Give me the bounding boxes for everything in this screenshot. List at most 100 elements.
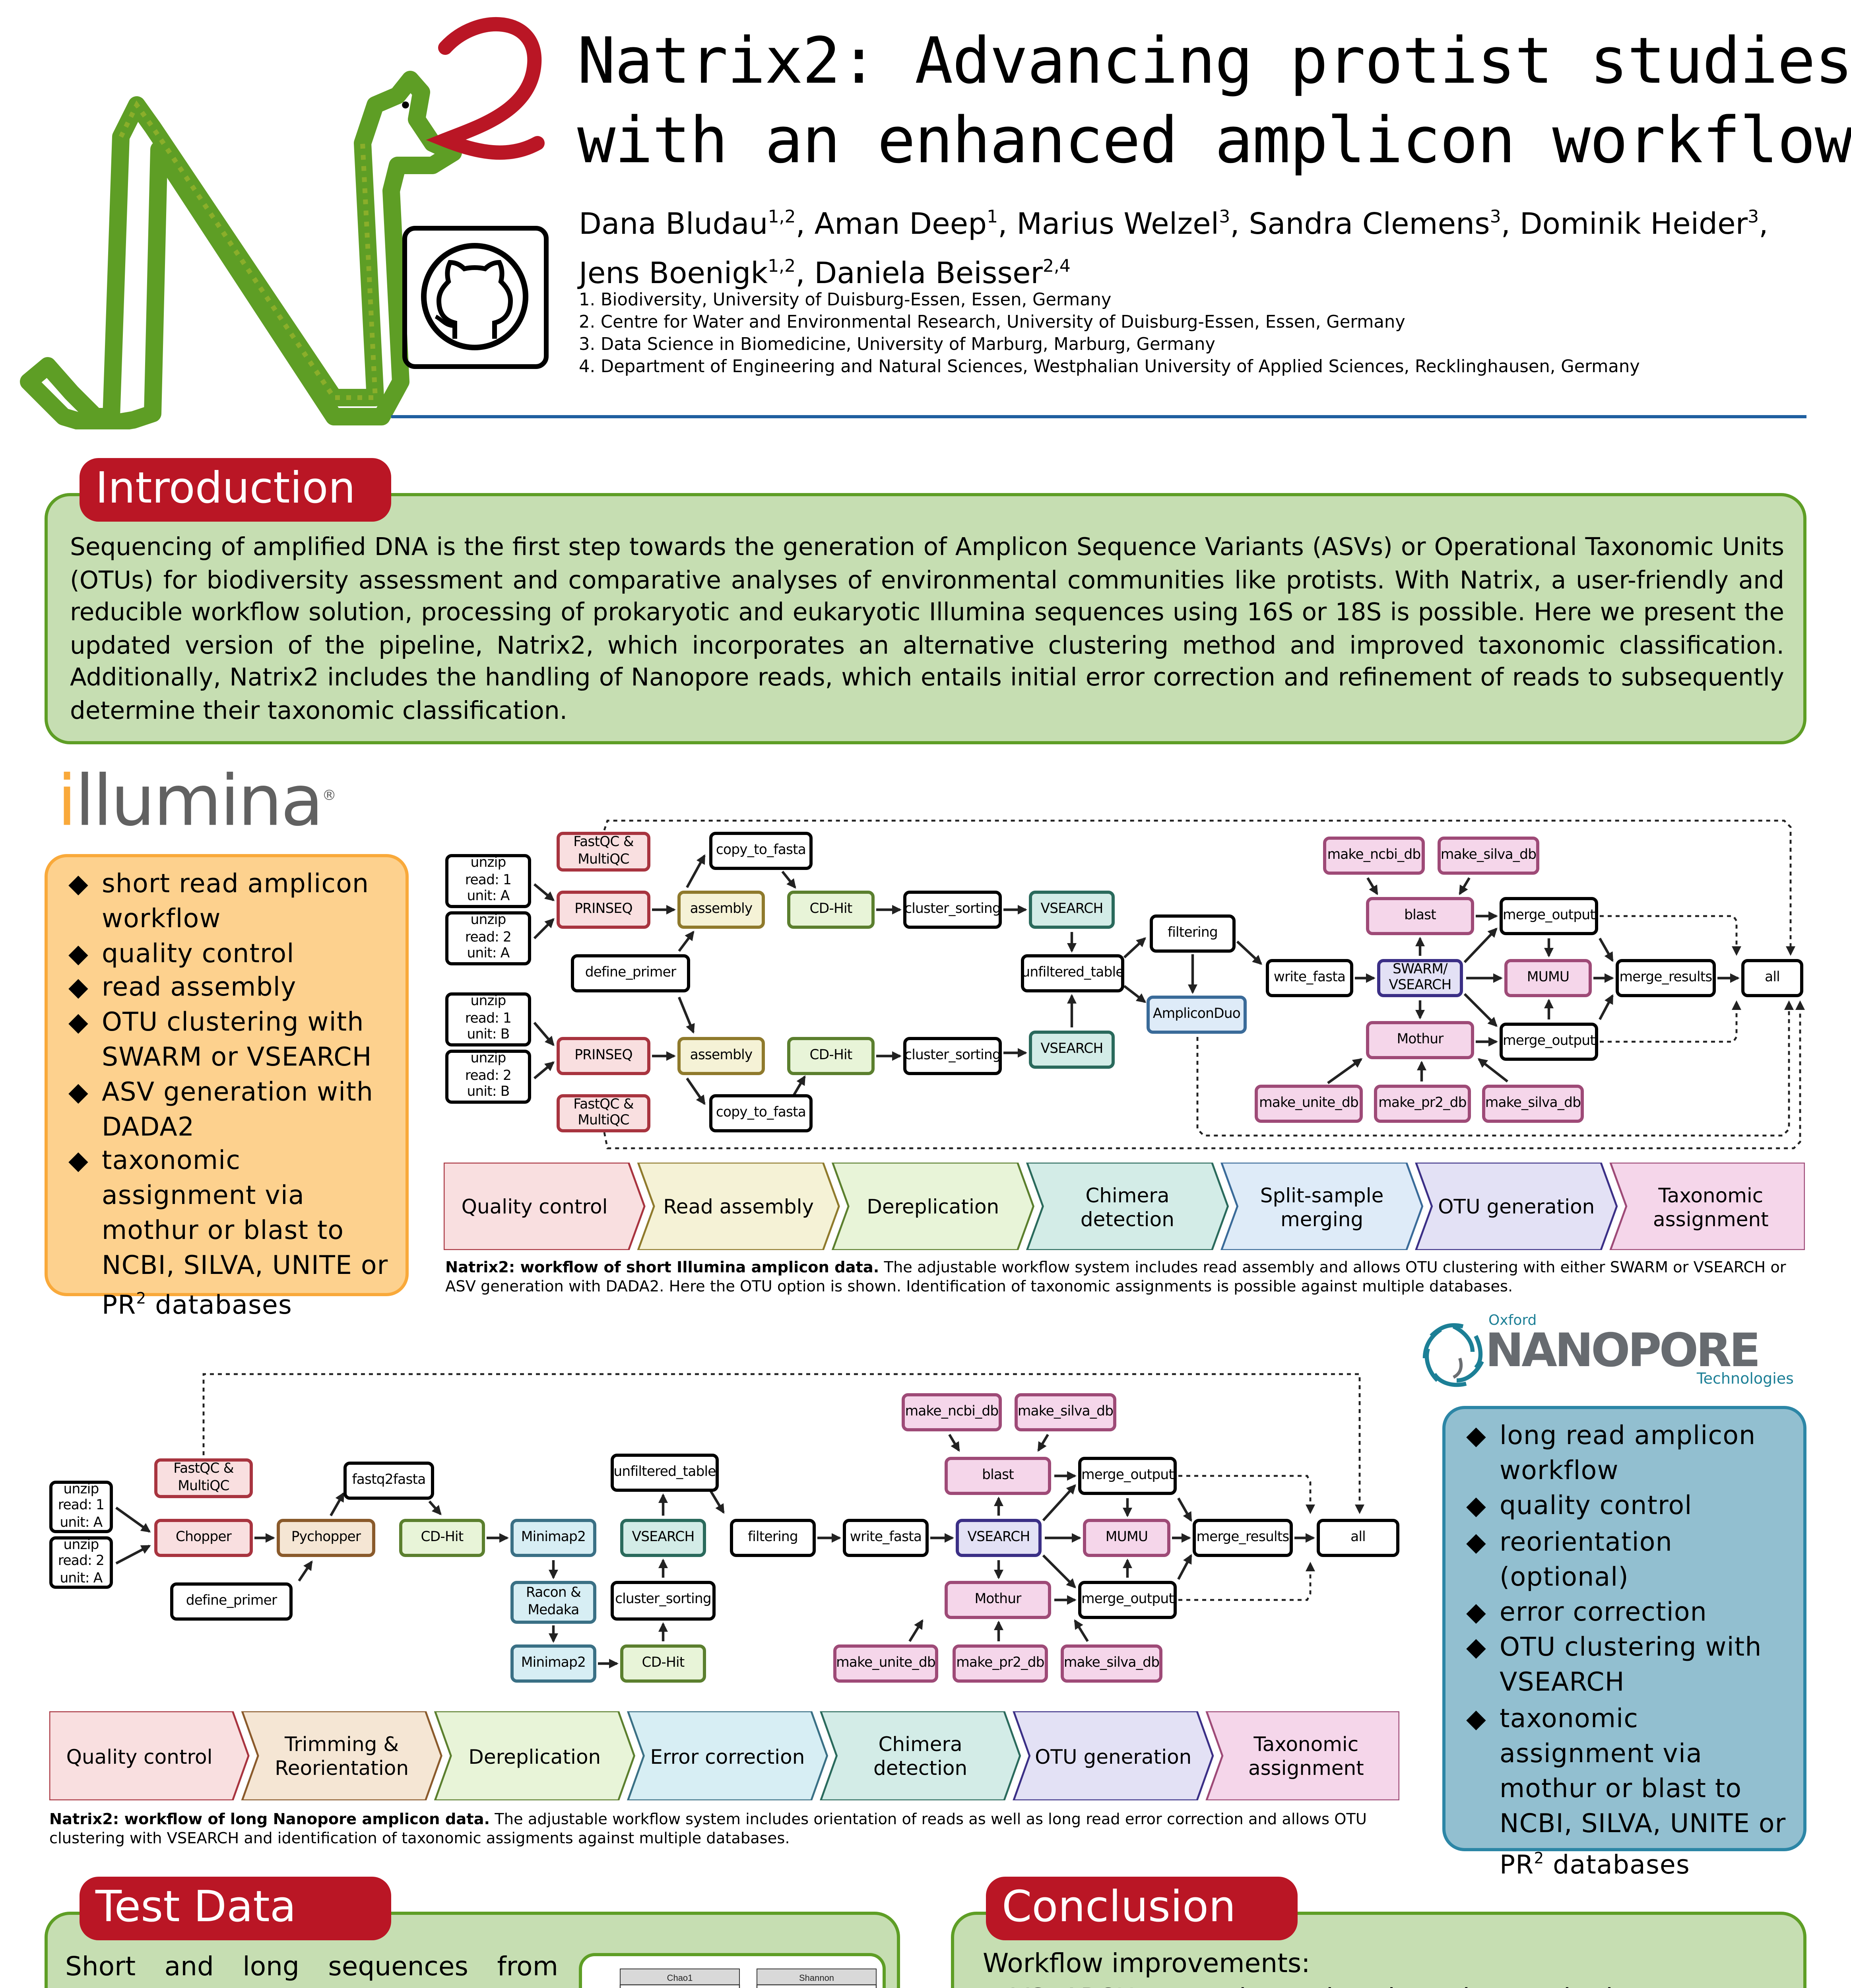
workflow-node-vsearch-1[interactable]: VSEARCH: [620, 1519, 706, 1557]
workflow-node-merge-results[interactable]: merge_results: [1616, 959, 1716, 997]
workflow-node-unzip-r2a[interactable]: unzip read: 2 unit: A: [445, 911, 531, 965]
workflow-node-make-ncbi-db[interactable]: make_ncbi_db: [902, 1393, 1002, 1431]
workflow-node-cdhit-a[interactable]: CD-Hit: [787, 891, 875, 929]
workflow-node-define-primer[interactable]: define_primer: [170, 1582, 293, 1621]
author-name: Dominik Heider3,: [1519, 207, 1768, 242]
workflow-node-fastq2fasta[interactable]: fastq2fasta: [343, 1462, 434, 1500]
workflow-node-make-silva-db-bottom[interactable]: make_silva_db: [1482, 1085, 1584, 1123]
facet-strip: [757, 1969, 877, 1985]
stage-label: OTU generation: [1035, 1744, 1192, 1768]
arrow-connector: [1123, 985, 1147, 1003]
workflow-node-copy-to-fasta-a[interactable]: copy_to_fasta: [709, 832, 813, 870]
workflow-node-define-primer[interactable]: define_primer: [571, 954, 690, 992]
workflow-node-fastqc-b[interactable]: FastQC & MultiQC: [557, 1094, 650, 1132]
nanopore-swirl-icon: [1422, 1323, 1484, 1387]
workflow-node-cluster-sorting-b[interactable]: cluster_sorting: [903, 1037, 1002, 1075]
workflow-node-make-silva-db-bottom[interactable]: make_silva_db: [1061, 1644, 1162, 1683]
workflow-node-amplicon-duo[interactable]: AmpliconDuo: [1147, 996, 1247, 1034]
illumina-caption: Natrix2: workflow of short Illumina ampl…: [445, 1260, 1806, 1298]
workflow-node-mothur[interactable]: Mothur: [945, 1581, 1051, 1619]
stage-label: Taxonomic assignment: [1248, 1732, 1364, 1780]
workflow-node-assembly-b[interactable]: assembly: [677, 1037, 765, 1075]
workflow-node-cluster-sorting-a[interactable]: cluster_sorting: [903, 891, 1002, 929]
workflow-node-mumu[interactable]: MUMU: [1083, 1519, 1170, 1557]
workflow-node-chopper[interactable]: Chopper: [154, 1519, 253, 1557]
workflow-node-make-unite-db[interactable]: make_unite_db: [1255, 1085, 1363, 1123]
workflow-node-all[interactable]: all: [1317, 1519, 1399, 1557]
stage-label: Chimera detection: [873, 1732, 968, 1780]
arrow-connector: [115, 1545, 151, 1565]
workflow-node-cdhit-2[interactable]: CD-Hit: [620, 1644, 706, 1683]
workflow-node-all[interactable]: all: [1741, 959, 1803, 997]
nanopore-feature-item: ◆error correction: [1461, 1595, 1797, 1631]
stage-label: Trimming & Reorientation: [275, 1732, 409, 1780]
arrow-connector: [1599, 994, 1614, 1020]
workflow-node-fastqc-a[interactable]: FastQC & MultiQC: [557, 832, 650, 872]
workflow-node-merge-output-bottom[interactable]: merge_output: [1078, 1581, 1177, 1619]
workflow-node-mothur[interactable]: Mothur: [1366, 1021, 1474, 1059]
workflow-node-minimap2-2[interactable]: Minimap2: [510, 1644, 596, 1683]
chevron-shapes: [442, 1161, 1806, 1251]
workflow-node-cdhit-b[interactable]: CD-Hit: [787, 1037, 875, 1075]
conclusion-bullets: ◆VSEARCH as an alternative clustering me…: [983, 1982, 1778, 1988]
workflow-node-prinseq-b[interactable]: PRINSEQ: [557, 1037, 650, 1075]
workflow-node-vsearch-b[interactable]: VSEARCH: [1029, 1031, 1115, 1069]
workflow-node-blast[interactable]: blast: [1366, 897, 1474, 935]
workflow-node-merge-output-top[interactable]: merge_output: [1500, 897, 1598, 935]
arrow-connector: [428, 1500, 442, 1516]
diamond-bullet-icon: ◆: [1466, 1632, 1486, 1662]
workflow-node-unzip-r1a[interactable]: unzip read: 1 unit: A: [49, 1481, 113, 1533]
workflow-node-merge-results[interactable]: merge_results: [1193, 1519, 1293, 1557]
workflow-node-write-fasta[interactable]: write_fasta: [1266, 959, 1353, 997]
workflow-node-make-unite-db[interactable]: make_unite_db: [833, 1644, 938, 1683]
workflow-node-merge-output-top[interactable]: merge_output: [1078, 1457, 1177, 1495]
workflow-node-vsearch-a[interactable]: VSEARCH: [1029, 891, 1115, 929]
workflow-node-make-pr2-db[interactable]: make_pr2_db: [1374, 1085, 1471, 1123]
workflow-node-vsearch-2[interactable]: VSEARCH: [956, 1519, 1042, 1557]
workflow-node-unzip-r2a[interactable]: unzip read: 2 unit: A: [49, 1536, 113, 1589]
workflow-node-unfiltered-table[interactable]: unfiltered_table: [1021, 954, 1124, 992]
arrow-connector: [1123, 937, 1146, 959]
diamond-bullet-icon: ◆: [1466, 1491, 1486, 1521]
workflow-node-racon-medaka[interactable]: Racon & Medaka: [510, 1581, 596, 1624]
workflow-node-minimap2-1[interactable]: Minimap2: [510, 1519, 596, 1557]
workflow-node-make-ncbi-db[interactable]: make_ncbi_db: [1323, 837, 1425, 875]
workflow-node-assembly-a[interactable]: assembly: [677, 891, 765, 929]
workflow-node-filtering[interactable]: filtering: [730, 1519, 816, 1557]
workflow-node-merge-output-bottom[interactable]: merge_output: [1500, 1023, 1598, 1061]
author-name: Jens Boenigk1,2,: [579, 256, 815, 292]
author-affiliation-index: 3: [1490, 207, 1501, 227]
workflow-node-unzip-r2b[interactable]: unzip read: 2 unit: B: [445, 1050, 531, 1104]
workflow-node-make-silva-db-top[interactable]: make_silva_db: [1015, 1393, 1116, 1431]
title-line-1: Natrix2: Advancing protist studies: [577, 25, 1851, 99]
workflow-node-unzip-r1a[interactable]: unzip read: 1 unit: A: [445, 854, 531, 908]
workflow-node-blast[interactable]: blast: [945, 1457, 1051, 1495]
workflow-node-unzip-r1b[interactable]: unzip read: 1 unit: B: [445, 992, 531, 1046]
workflow-node-make-silva-db-top[interactable]: make_silva_db: [1438, 837, 1539, 875]
workflow-node-filtering[interactable]: filtering: [1150, 914, 1236, 953]
workflow-node-swarm-vsearch[interactable]: SWARM/ VSEARCH: [1377, 959, 1463, 997]
workflow-node-prinseq-a[interactable]: PRINSEQ: [557, 891, 650, 929]
workflow-node-make-pr2-db[interactable]: make_pr2_db: [953, 1644, 1048, 1683]
workflow-node-fastqc[interactable]: FastQC & MultiQC: [154, 1458, 253, 1498]
workflow-node-write-fasta[interactable]: write_fasta: [843, 1519, 929, 1557]
arrow-connector: [686, 854, 706, 888]
workflow-node-mumu[interactable]: MUMU: [1504, 959, 1592, 997]
illumina-logo-i: i: [57, 761, 77, 843]
workflow-node-copy-to-fasta-b[interactable]: copy_to_fasta: [709, 1094, 813, 1132]
workflow-node-unfiltered-table[interactable]: unfiltered_table: [611, 1454, 719, 1492]
workflow-node-cluster-sorting[interactable]: cluster_sorting: [611, 1581, 716, 1621]
workflow-node-cdhit-1[interactable]: CD-Hit: [399, 1519, 485, 1557]
author-name: Marius Welzel3,: [1017, 207, 1249, 242]
nanopore-feature-item: ◆OTU clustering with VSEARCH: [1461, 1631, 1797, 1701]
bullet-text: taxonomic assignment via mothur or blast…: [1500, 1703, 1786, 1880]
bullet-text: quality control: [1500, 1491, 1692, 1521]
github-icon: [421, 243, 528, 350]
illumina-feature-item: ◆ASV generation with DADA2: [64, 1075, 399, 1144]
workflow-node-pychopper[interactable]: Pychopper: [277, 1519, 375, 1557]
arrow-connector: [908, 1619, 924, 1642]
github-link[interactable]: [402, 226, 549, 369]
